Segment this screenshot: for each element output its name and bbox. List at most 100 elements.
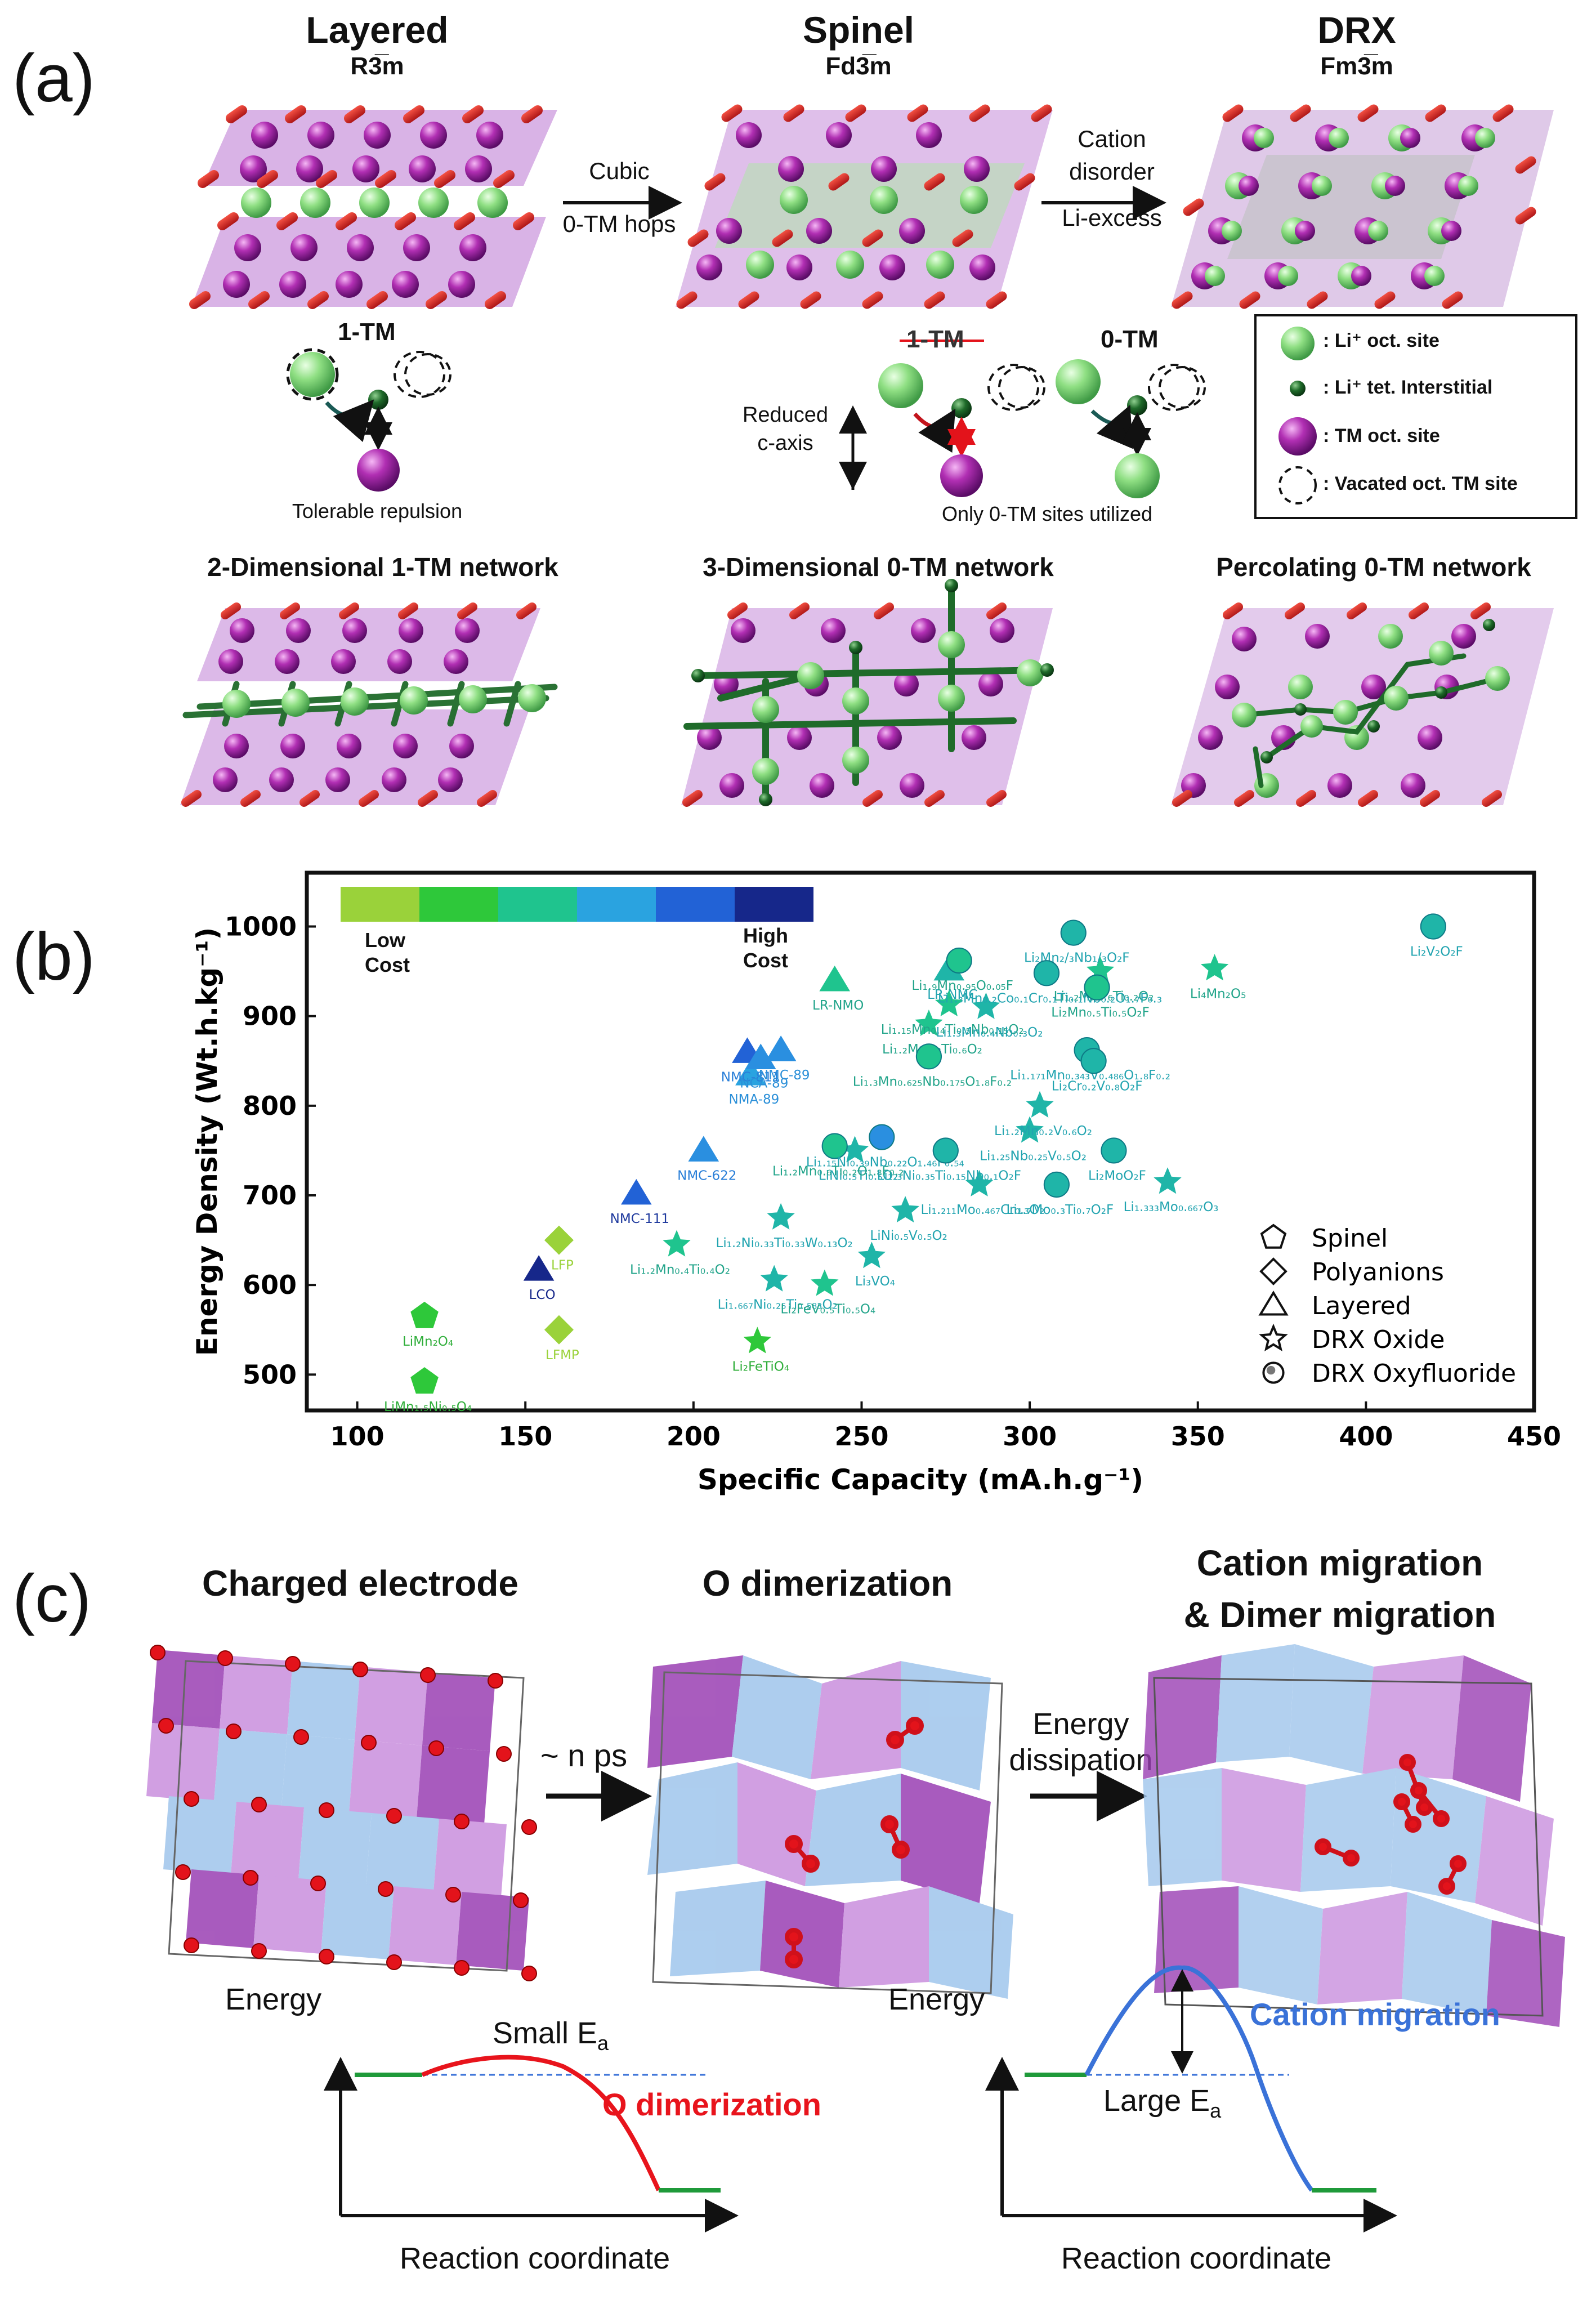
data-point-pentagon (410, 1367, 439, 1394)
layered-crystal (189, 105, 557, 309)
data-point-label: Li₁.₃Mn₀.₆₂₅Nb₀.₁₇₅O₁.₈F₀.₂ (853, 1074, 1012, 1089)
legend-label: Polyanions (1312, 1258, 1444, 1287)
only-0tm-caption: Only 0-TM sites utilized (941, 502, 1153, 525)
oxygen-atom (150, 1645, 166, 1660)
data-point-label: Li₂FeV₀.₅Ti₀.₅O₄ (780, 1302, 875, 1317)
legend-marker (1262, 1361, 1285, 1384)
data-point-triangle (735, 1060, 766, 1086)
energy-label-1: Energy (225, 1982, 322, 2016)
panel-a-legend (1254, 314, 1577, 519)
data-point-star (1026, 1091, 1054, 1118)
network-percolating-0tm (1171, 602, 1554, 807)
data-point-label: LiMn₁.₅Ni₀.₅O₄ (384, 1400, 472, 1414)
data-point-ball (932, 1137, 959, 1164)
data-point-label: Li₁.₃₃₃Mo₀.₆₆₇O₃ (1124, 1200, 1219, 1214)
data-point-star (1200, 954, 1229, 981)
legend-ball-outline (1262, 1361, 1285, 1384)
arrow-label-line: Energy (1032, 1707, 1129, 1741)
space-group: R3̅m (350, 52, 404, 80)
space-group: Fd3̅m (825, 52, 892, 80)
legend-marker (1260, 1224, 1287, 1249)
oxygen-atom (488, 1673, 503, 1689)
data-point-star (767, 1203, 795, 1230)
data-point-star (915, 1010, 943, 1036)
oxygen-atom (251, 1797, 267, 1812)
data-point-star (841, 1136, 869, 1163)
data-point-label: Li₁.₂₅Nb₀.₂₅V₀.₅O₂ (980, 1149, 1087, 1163)
oxygen-atom (310, 1876, 326, 1891)
x-tick-label: 450 (1507, 1421, 1561, 1452)
structure-heading-spinel: Spinel Fd3̅m (746, 8, 971, 81)
arrow-label-cation: Cation disorder Li-excess (1030, 123, 1193, 234)
y-axis-label: Energy Density (Wt.h.kg⁻¹) (191, 927, 223, 1356)
data-point-label: Li₂Cr₀.₂V₀.₈O₂F (1052, 1079, 1143, 1093)
tolerable-repulsion-caption: Tolerable repulsion (292, 499, 463, 523)
cation-migration-structure (1143, 1644, 1565, 2027)
oxygen-atom (175, 1864, 191, 1880)
barrier-subscript: a (597, 2031, 609, 2055)
data-point-triangle (523, 1255, 555, 1281)
data-point-star (972, 992, 1000, 1019)
data-point-label: LR-NMO (812, 998, 864, 1013)
x-tick-label: 150 (498, 1421, 552, 1452)
small-ea-label: Small Ea (493, 2016, 609, 2055)
data-point-label: LFP (551, 1258, 574, 1273)
struck-one-tm-hop-diagram (839, 340, 1045, 497)
oxygen-atom (184, 1791, 199, 1807)
data-point-label: NMC-111 (610, 1212, 669, 1226)
y-tick-label: 900 (243, 1001, 297, 1032)
data-point-triangle (621, 1178, 652, 1205)
oxygen-atom (217, 1650, 233, 1666)
oxygen-atom (361, 1735, 377, 1751)
barrier-text: Large E (1103, 2084, 1210, 2118)
legend-li-tet: : Li⁺ tet. Interstitial (1323, 377, 1493, 398)
data-points: LiMn₂O₄LiMn₁.₅Ni₀.₅O₄LFPLFMPLCONMC-111NM… (384, 913, 1463, 1414)
data-point-label: NCA-89 (740, 1076, 788, 1091)
network-2d-1tm (180, 602, 558, 807)
oxygen-atom (386, 1954, 402, 1970)
plot-frame (305, 870, 1536, 1413)
title-o-dimerization: O dimerization (702, 1563, 953, 1604)
data-point-diamond (544, 1315, 574, 1345)
label-1tm-struck: 1-TM (906, 325, 964, 353)
oxygen-atom (386, 1808, 402, 1824)
reduced-label-line: Reduced (742, 403, 829, 427)
data-point-label: Li₁.₃Ni₀.₃₅Ti₀.₁₅Nb₀.₁O₂F (877, 1168, 1021, 1183)
data-point-label: LiMn₂O₄ (403, 1334, 453, 1349)
data-point-ball (1043, 1171, 1070, 1198)
data-point-label: Li₂V₂O₂F (1410, 945, 1463, 959)
data-point-star (760, 1265, 788, 1292)
data-point-ball (915, 1043, 942, 1070)
title-cation-dimer-migration: Cation migration & Dimer migration (1109, 1537, 1571, 1641)
data-point-ball (1084, 974, 1110, 1001)
charged-electrode-structure (146, 1645, 537, 1981)
oxygen-atom (521, 1819, 537, 1835)
data-point-label: Li₁.₃Mn₀.₂Co₀.₁Cr₀.₁Ti₀.₁Nb₀.₂O₁.₇F₀.₃ (938, 991, 1162, 1006)
x-tick-label: 300 (1003, 1421, 1057, 1452)
data-point-ball (1080, 1048, 1107, 1074)
panel-label-c: (c) (12, 1561, 91, 1636)
data-point-label: Li₁.₃Mn₀.₄Nb₀.₃O₂ (936, 1025, 1043, 1040)
data-point-label: Li₂Mn₀.₅Ti₀.₅O₂F (1051, 1006, 1150, 1020)
legend-li-oct: : Li⁺ oct. site (1323, 330, 1439, 351)
cost-bar-segment (419, 887, 498, 922)
x-tick-label: 100 (330, 1421, 385, 1452)
reduced-label-line: c-axis (757, 431, 813, 455)
data-point-label: LiNi₀.₅V₀.₅O₂ (870, 1229, 947, 1243)
oxygen-atom (352, 1662, 368, 1677)
data-point-triangle (688, 1136, 719, 1162)
x-axis-label: Specific Capacity (mA.h.g⁻¹) (698, 1463, 1143, 1496)
network-title-3d: 3-Dimensional 0-TM network (703, 552, 1054, 582)
data-point-triangle (745, 1043, 776, 1069)
structure-name: Layered (306, 9, 449, 51)
low-cost-line: Low (365, 928, 405, 952)
low-cost-label: Low Cost (365, 928, 410, 977)
barrier-subscript: a (1210, 2098, 1222, 2122)
oxygen-atom (521, 1966, 537, 1981)
legend-label: Spinel (1312, 1224, 1388, 1253)
panel-c-artwork (146, 1644, 1565, 2232)
data-point-star (1154, 1167, 1182, 1194)
panel-label-b: (b) (12, 919, 95, 994)
oxygen-atom (454, 1960, 470, 1976)
